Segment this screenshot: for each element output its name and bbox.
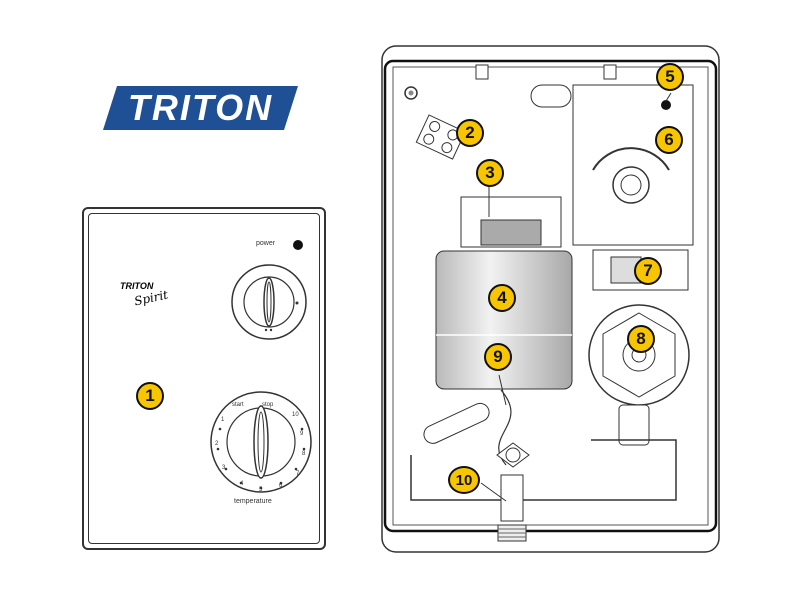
callout-1[interactable]: 1 — [136, 382, 164, 410]
neon-indicator — [661, 100, 671, 110]
callout-4[interactable]: 4 — [488, 284, 516, 312]
dial-mark-2: 2 — [215, 441, 219, 447]
callout-9[interactable]: 9 — [484, 343, 512, 371]
shower-unit-internals — [381, 45, 720, 553]
power-dial[interactable] — [229, 262, 309, 342]
power-label: power — [256, 240, 276, 247]
logo-shape — [103, 86, 298, 130]
triton-logo: TRITON — [103, 84, 298, 132]
logo-text: TRITON — [127, 87, 274, 128]
dial-mark-4: 4 — [240, 481, 244, 487]
dial-mark-10: 10 — [292, 412, 299, 418]
dial-mark-7: 7 — [296, 471, 300, 477]
terminal-block — [415, 114, 466, 160]
bracket — [423, 402, 490, 444]
dial-mark-9: 9 — [300, 431, 304, 437]
callout-10[interactable]: 10 — [448, 466, 480, 494]
dial-mark-start: start — [232, 402, 244, 408]
dial-mark-8: 8 — [302, 451, 306, 457]
mounting-slot — [530, 84, 572, 108]
dial-mark-3: 3 — [222, 465, 226, 471]
callout-5[interactable]: 5 — [656, 63, 684, 91]
dial-mark-stop: stop — [262, 402, 274, 408]
callout-3[interactable]: 3 — [476, 159, 504, 187]
callout-8[interactable]: 8 — [627, 325, 655, 353]
temperature-label: temperature — [234, 498, 272, 505]
control-panel: power TRITON Spirit start stop 10 9 8 7 … — [82, 207, 326, 550]
switch-assembly — [572, 84, 694, 246]
dial-mark-1: 1 — [221, 417, 225, 423]
temperature-dial[interactable] — [208, 389, 314, 495]
heater-can — [435, 250, 573, 390]
control-panel-face — [88, 213, 320, 544]
panel-brand-text: TRITON — [120, 281, 154, 291]
callout-7[interactable]: 7 — [634, 257, 662, 285]
dial-mark-5: 5 — [259, 487, 263, 493]
dial-mark-6: 6 — [279, 483, 283, 489]
outlet — [500, 474, 524, 522]
callout-6[interactable]: 6 — [655, 126, 683, 154]
power-indicator-light — [293, 240, 303, 250]
callout-2[interactable]: 2 — [456, 119, 484, 147]
inner-frame — [392, 66, 709, 526]
